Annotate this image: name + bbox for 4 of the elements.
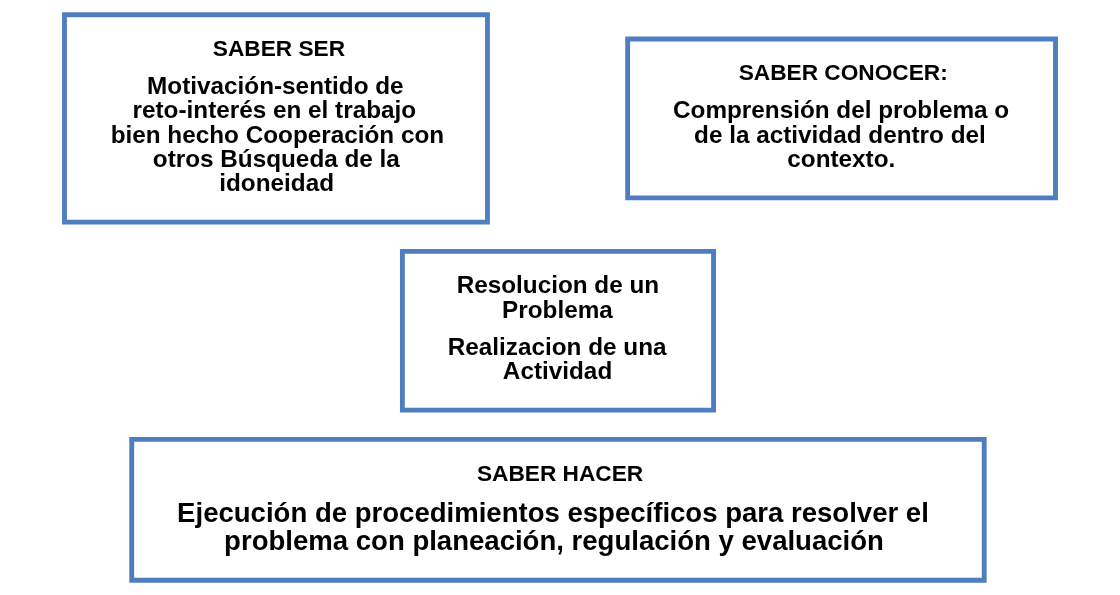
node-box: SABER SER Motivación-sentido de reto-interés en el trabajo bien hecho Cooperación con otros Búsqueda de la idoneidad xyxy=(62,12,490,225)
node-box: Resolucion de un Problema Realizacion de una Actividad xyxy=(399,248,716,413)
node-box: SABER CONOCER: Comprensión del problema o de la actividad dentro del contexto. xyxy=(625,36,1058,201)
node-box: SABER HACER Ejecución de procedimientos específicos para resolver el problema con planeación, regulación y evaluación xyxy=(129,436,987,583)
